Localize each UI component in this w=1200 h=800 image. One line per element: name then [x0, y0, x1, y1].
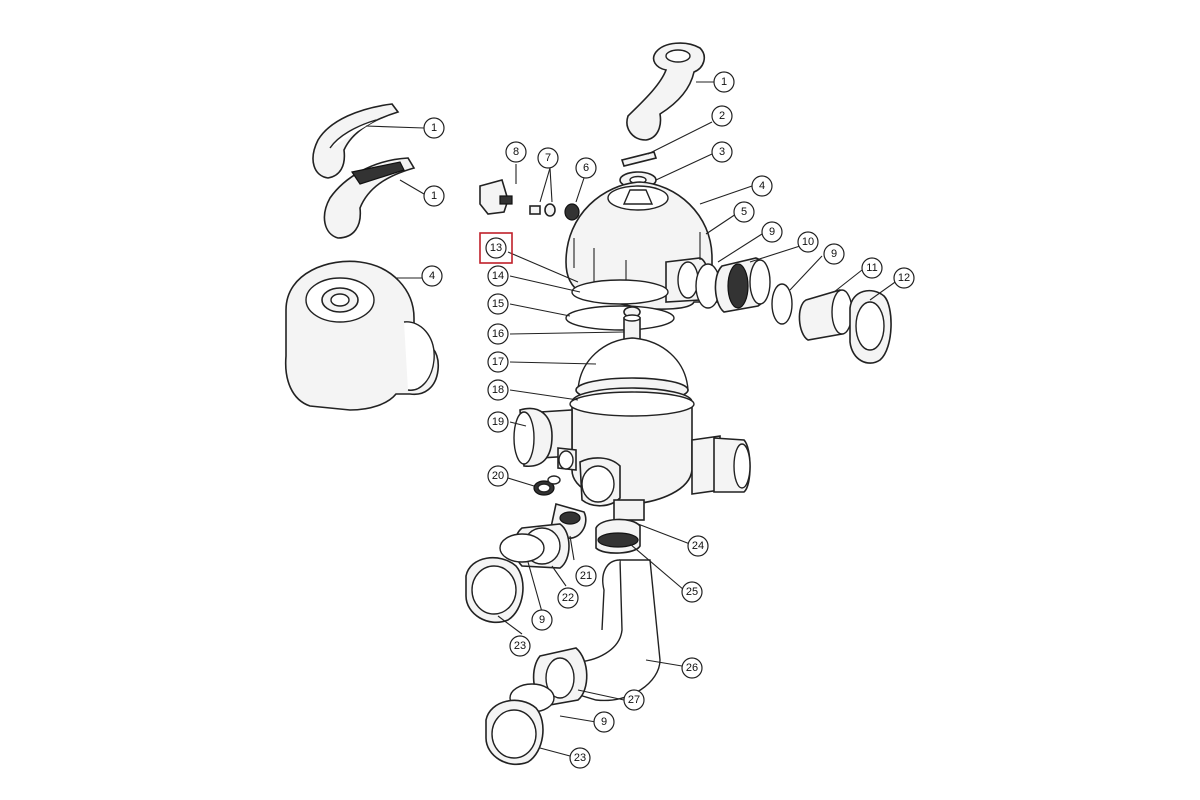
svg-text:14: 14: [492, 270, 504, 282]
callout-1a: 1: [423, 117, 445, 139]
callout-9a: 9: [761, 221, 783, 243]
svg-text:6: 6: [583, 162, 589, 174]
callout-18: 18: [487, 379, 509, 401]
callout-6: 6: [575, 157, 597, 179]
callout-24: 24: [687, 535, 709, 557]
gasket-14: [571, 279, 669, 305]
svg-text:23: 23: [514, 640, 526, 652]
svg-text:26: 26: [686, 662, 698, 674]
callout-1b: 1: [423, 185, 445, 207]
svg-text:9: 9: [601, 716, 607, 728]
gasket-9b: [771, 283, 793, 325]
svg-text:5: 5: [741, 206, 747, 218]
svg-text:21: 21: [580, 570, 592, 582]
gasket-9c: [499, 533, 545, 563]
svg-text:20: 20: [492, 470, 504, 482]
svg-text:9: 9: [831, 248, 837, 260]
svg-text:22: 22: [562, 592, 574, 604]
svg-text:4: 4: [429, 270, 435, 282]
callout-21: 21: [575, 565, 597, 587]
svg-text:9: 9: [539, 614, 545, 626]
callout-10: 10: [797, 231, 819, 253]
svg-text:1: 1: [721, 76, 727, 88]
callout-11: 11: [861, 257, 883, 279]
handle-left-bottom: [323, 157, 416, 239]
callout-1c: 1: [713, 71, 735, 93]
callout-9b: 9: [823, 243, 845, 265]
svg-text:11: 11: [866, 262, 877, 274]
callout-17: 17: [487, 351, 509, 373]
callout-15: 15: [487, 293, 509, 315]
svg-text:12: 12: [898, 272, 910, 284]
svg-text:19: 19: [492, 416, 504, 428]
callout-5: 5: [733, 201, 755, 223]
svg-text:13: 13: [490, 242, 502, 254]
callout-25: 25: [681, 581, 703, 603]
pin: [620, 151, 658, 167]
knob: [479, 179, 513, 215]
callout-8: 8: [505, 141, 527, 163]
svg-text:23: 23: [574, 752, 586, 764]
callout-13: 13: [479, 232, 513, 264]
svg-text:1: 1: [431, 122, 437, 134]
svg-text:7: 7: [545, 152, 551, 164]
callout-2: 2: [711, 105, 733, 127]
elbow-26: [573, 559, 661, 702]
spring-parts: [529, 203, 580, 221]
callout-27: 27: [623, 689, 645, 711]
svg-text:25: 25: [686, 586, 698, 598]
svg-text:8: 8: [513, 146, 519, 158]
svg-text:17: 17: [492, 356, 504, 368]
svg-text:2: 2: [719, 110, 725, 122]
callout-9d: 9: [593, 711, 615, 733]
svg-text:15: 15: [492, 298, 504, 310]
oring-15: [565, 305, 675, 331]
svg-text:1: 1: [431, 190, 437, 202]
callout-23b: 23: [569, 747, 591, 769]
callout-4b: 4: [421, 265, 443, 287]
callout-4a: 4: [751, 175, 773, 197]
callout-7: 7: [537, 147, 559, 169]
handle-left-top: [312, 103, 400, 179]
svg-text:4: 4: [759, 180, 765, 192]
rings-20: [533, 475, 561, 496]
svg-text:9: 9: [769, 226, 775, 238]
svg-text:27: 27: [628, 694, 640, 706]
callout-16: 16: [487, 323, 509, 345]
connector-25: [595, 518, 641, 554]
callout-14: 14: [487, 265, 509, 287]
cover-left: [284, 260, 439, 411]
callout-22: 22: [557, 587, 579, 609]
callout-12: 12: [893, 267, 915, 289]
svg-text:24: 24: [692, 540, 704, 552]
nut-23b: [485, 699, 544, 766]
svg-text:18: 18: [492, 384, 504, 396]
svg-text:10: 10: [802, 236, 814, 248]
valve-body: [513, 387, 751, 521]
svg-text:16: 16: [492, 328, 504, 340]
nut-23a: [465, 557, 524, 624]
leader-lines: [365, 81, 899, 757]
svg-text:3: 3: [719, 146, 725, 158]
callout-3: 3: [711, 141, 733, 163]
handle-top: [626, 42, 706, 141]
connector-10: [714, 257, 771, 313]
valve-cover: [565, 181, 731, 310]
callout-group: 1 1 1 2 3 4 4 5 6 7 8 9 9 9 9 10 11 12 1…: [421, 71, 915, 769]
pipe-11: [798, 289, 853, 341]
callout-9c: 9: [531, 609, 553, 631]
callout-23a: 23: [509, 635, 531, 657]
callout-19: 19: [487, 411, 509, 433]
nut-12: [849, 289, 892, 364]
callout-26: 26: [681, 657, 703, 679]
callout-20: 20: [487, 465, 509, 487]
